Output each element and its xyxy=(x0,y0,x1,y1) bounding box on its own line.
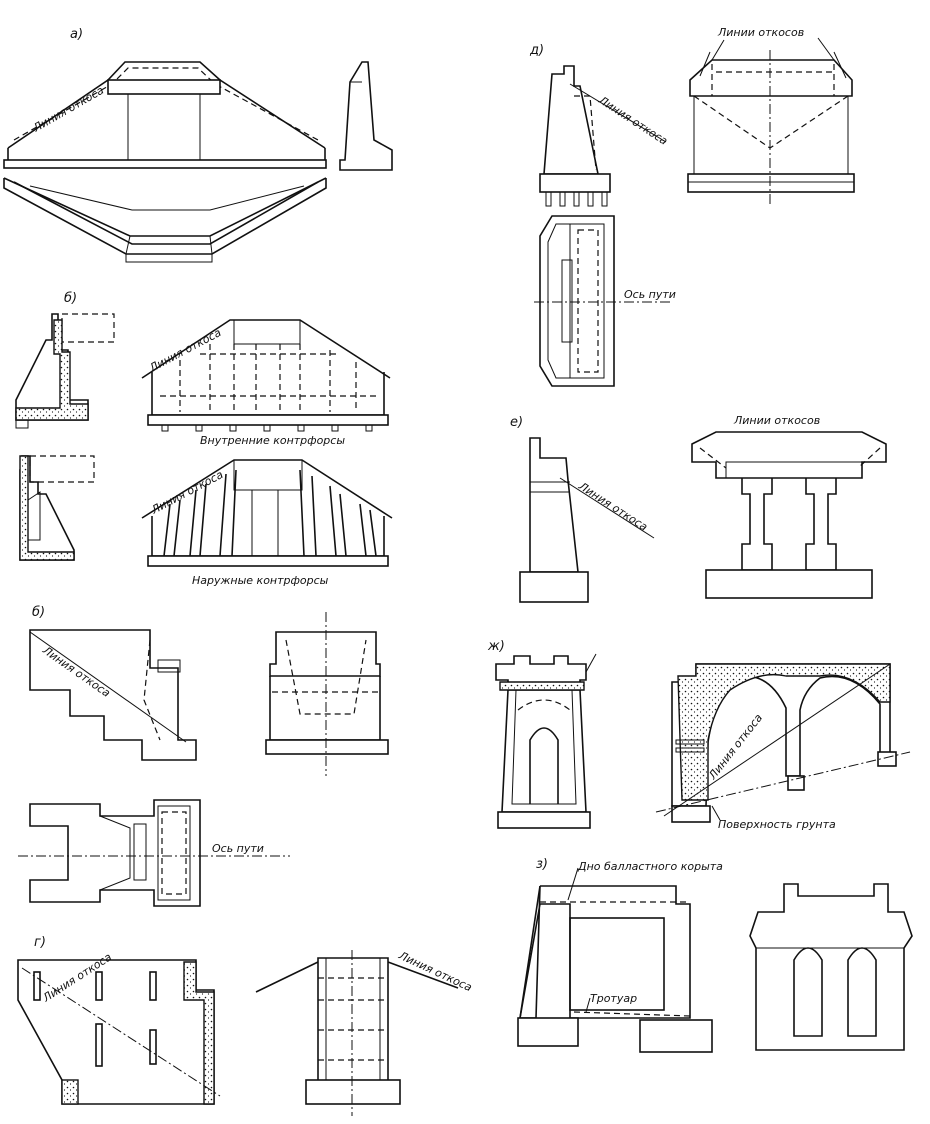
panel-d-track-axis-label: Ось пути xyxy=(624,288,676,301)
panel-a: а) Линия откоса xyxy=(3,27,393,263)
panel-v-track-axis-label: Ось пути xyxy=(212,842,264,855)
panel-g-slope-line-right-label: Линия откоса xyxy=(396,949,474,995)
panel-d-plan xyxy=(534,215,672,387)
panel-e-slope-line-label: Линия откоса xyxy=(576,479,651,534)
panel-v: б) Линия откоса Ось пути xyxy=(18,605,389,907)
panel-g-slope-line-left-label: Линия откоса xyxy=(40,950,115,1005)
panel-b-section-inner xyxy=(15,313,115,429)
panel-v-slope-line-label: Линия откоса xyxy=(39,643,112,700)
panel-zh: ж) Линия откоса Поверхность грунта xyxy=(487,639,911,831)
panel-e-slope-lines-label: Линии откосов xyxy=(733,414,820,427)
panel-v-label: б) xyxy=(32,605,45,620)
panel-b-section-outer xyxy=(19,455,95,561)
panel-z-ballast-bottom-label: Дно балластного корыта xyxy=(577,860,723,873)
panel-b: б) xyxy=(15,291,393,587)
panel-b-elevation-inner xyxy=(141,319,391,432)
panel-b-caption-inner: Внутренние контрфорсы xyxy=(200,434,345,447)
panel-b-elevation-outer xyxy=(141,459,393,567)
panel-e-side xyxy=(519,437,655,603)
panel-v-plan xyxy=(18,799,290,907)
panel-g-section xyxy=(255,950,459,1116)
panel-b-label: б) xyxy=(64,291,77,306)
panel-d-slope-lines-label: Линии откосов xyxy=(717,26,804,39)
panel-d-label: д) xyxy=(529,43,544,58)
panel-a-slope-line-label: Линия откоса xyxy=(30,84,106,135)
panel-e-label: е) xyxy=(510,415,523,430)
panel-z-elevation xyxy=(517,867,713,1053)
panel-a-side-section xyxy=(339,61,393,171)
panel-zh-ground-surface-label: Поверхность грунта xyxy=(718,818,836,831)
panel-zh-slope-line-label: Линия откоса xyxy=(706,711,766,782)
panel-z-sidewalk-label: Тротуар xyxy=(590,992,637,1005)
panel-a-plan xyxy=(3,177,327,263)
panel-d-front xyxy=(687,37,855,206)
panel-b-slope-line-bottom-label: Линия откоса xyxy=(148,468,225,517)
panel-d-side xyxy=(539,65,667,207)
panel-e: е) Линия откоса Линии откосов xyxy=(510,414,887,603)
panel-d: д) Линия откоса Ось пути xyxy=(529,26,855,387)
panel-b-slope-line-top-label: Линия откоса xyxy=(146,326,223,375)
panel-g-elevation xyxy=(17,959,221,1105)
panel-zh-elevation xyxy=(655,663,911,823)
panel-zh-label: ж) xyxy=(487,639,505,654)
panel-a-elevation xyxy=(3,61,327,169)
panel-z-label: з) xyxy=(536,857,548,872)
panel-d-slope-line-label: Линия откоса xyxy=(596,93,671,148)
panel-z-front xyxy=(749,883,913,1051)
panel-e-front xyxy=(691,431,887,599)
panel-v-front xyxy=(265,612,389,776)
panel-v-elevation xyxy=(29,629,197,761)
panel-b-caption-outer: Наружные контрфорсы xyxy=(192,574,329,587)
panel-z: з) Дно балластного корыта Тротуар xyxy=(517,857,913,1053)
panel-a-label: а) xyxy=(70,27,83,42)
panel-g: г) Линия откоса Линия откоса xyxy=(17,935,474,1116)
panel-zh-front xyxy=(495,653,597,829)
panel-g-label: г) xyxy=(34,935,46,950)
